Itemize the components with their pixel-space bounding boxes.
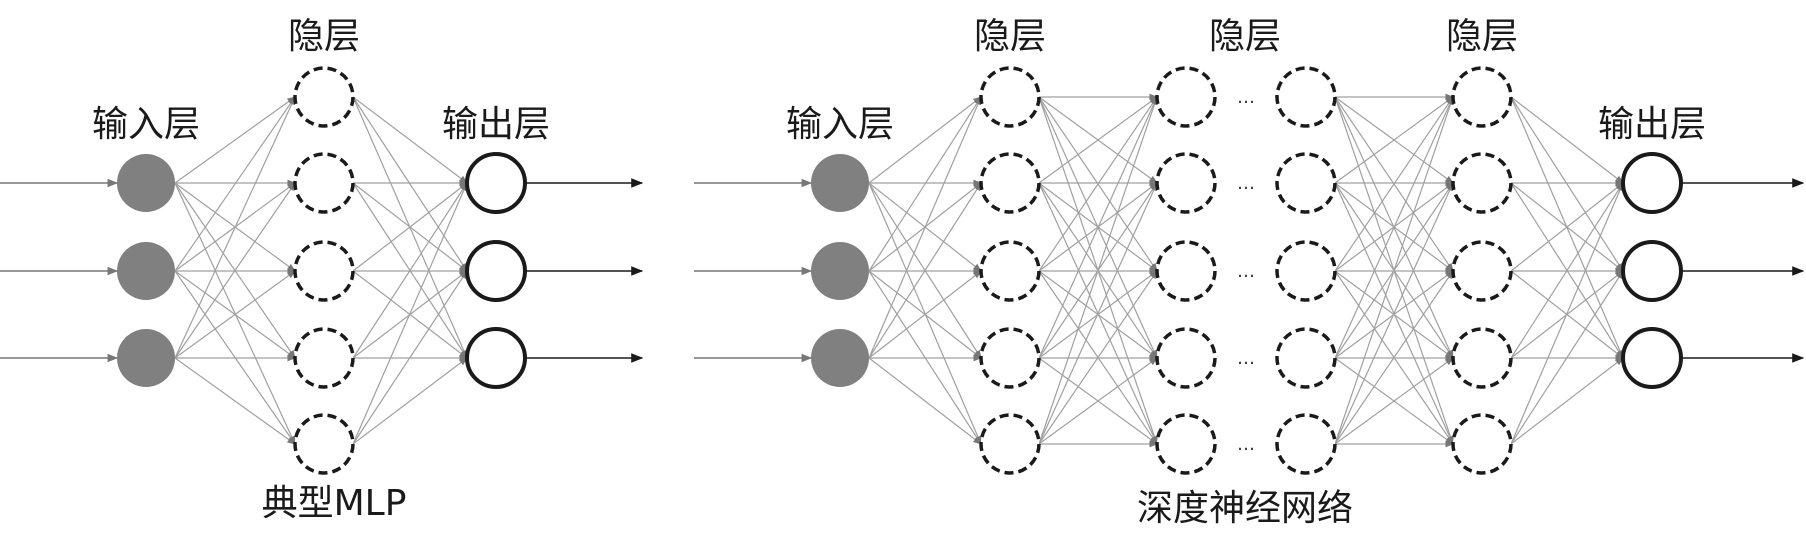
- right-layer-0-edge: [868, 182, 982, 359]
- right-layer-3-edge: [1334, 96, 1454, 184]
- left-hidden-node: [293, 240, 355, 302]
- right-layer-4-edge: [1510, 182, 1624, 359]
- right-hidden-node: [1155, 152, 1217, 214]
- right-layer-4-edge: [1510, 182, 1624, 445]
- right-layer-1-edge: [1038, 96, 1158, 272]
- left-layer-0-edge: [174, 182, 296, 445]
- left-input-node: [117, 154, 175, 212]
- right-layer-0-edge: [868, 357, 982, 445]
- left-layer-0-edge: [174, 182, 296, 359]
- right-layer-1-edge: [1038, 357, 1158, 445]
- right-layer-0-edge: [868, 96, 982, 272]
- connection-edges: [0, 93, 1805, 448]
- layer-ellipsis: …: [1237, 87, 1255, 108]
- left-input-layer-label: 输入层: [92, 104, 200, 145]
- right-input-node: [811, 154, 869, 212]
- layer-ellipsis: …: [1237, 173, 1255, 194]
- right-hidden-node: [1451, 327, 1513, 389]
- right-layer-0-edge: [868, 182, 982, 445]
- right-hidden-layer-label-2: 隐层: [1209, 16, 1281, 57]
- right-layer-1-edge: [1038, 270, 1158, 445]
- right-hidden-node: [1275, 66, 1337, 128]
- right-hidden-node: [1451, 413, 1513, 475]
- right-layer-3-edge: [1334, 357, 1454, 445]
- left-hidden-node: [293, 327, 355, 389]
- right-hidden-node: [979, 413, 1041, 475]
- right-hidden-node: [1451, 240, 1513, 302]
- left-layer-1-edge: [352, 357, 468, 445]
- right-layer-0-edge: [868, 96, 982, 184]
- left-hidden-node: [293, 152, 355, 214]
- right-hidden-node: [1275, 413, 1337, 475]
- right-hidden-node: [1155, 66, 1217, 128]
- right-hidden-node: [1275, 152, 1337, 214]
- right-layer-0-edge: [868, 270, 982, 359]
- left-caption: 典型MLP: [262, 483, 407, 524]
- layer-ellipsis: …: [1237, 348, 1255, 369]
- right-hidden-node: [979, 66, 1041, 128]
- right-hidden-layer-label-3: 隐层: [1446, 16, 1518, 57]
- left-layer-0-edge: [174, 357, 296, 445]
- left-layer-1-edge: [352, 182, 468, 445]
- right-hidden-node: [1155, 413, 1217, 475]
- right-hidden-node: [1155, 240, 1217, 302]
- left-layer-1-edge: [352, 182, 468, 359]
- right-output-layer-label: 输出层: [1598, 104, 1706, 145]
- left-layer-1-edge: [352, 96, 468, 184]
- right-layer-1-edge: [1038, 96, 1158, 184]
- right-input-node: [811, 329, 869, 387]
- left-layer-0-edge: [174, 270, 296, 359]
- right-hidden-node: [1275, 327, 1337, 389]
- left-output-layer-label: 输出层: [442, 104, 550, 145]
- right-layer-4-edge: [1510, 357, 1624, 445]
- left-layer-0-edge: [174, 96, 296, 272]
- left-hidden-node: [293, 66, 355, 128]
- right-output-node: [1621, 152, 1683, 214]
- right-layer-3-edge: [1334, 96, 1454, 272]
- left-hidden-layer-label: 隐层: [288, 16, 360, 57]
- right-hidden-node: [979, 152, 1041, 214]
- left-output-node: [465, 152, 527, 214]
- right-layer-3-edge: [1334, 96, 1454, 359]
- left-layer-1-edge: [352, 182, 468, 272]
- right-layer-3-edge: [1334, 270, 1454, 445]
- right-caption: 深度神经网络: [1137, 488, 1353, 529]
- layer-ellipsis-group: … … … … …: [1237, 87, 1255, 455]
- left-input-node: [117, 329, 175, 387]
- right-input-layer-label: 输入层: [786, 104, 894, 145]
- right-layer-1-edge: [1038, 96, 1158, 359]
- right-layer-4-edge: [1510, 270, 1624, 445]
- right-hidden-node: [1451, 66, 1513, 128]
- network-nodes: [117, 66, 1683, 475]
- layer-ellipsis: …: [1237, 261, 1255, 282]
- left-layer-1-edge: [352, 270, 468, 445]
- layer-ellipsis: …: [1237, 434, 1255, 455]
- right-hidden-node: [1155, 327, 1217, 389]
- right-hidden-node: [979, 240, 1041, 302]
- right-layer-1-edge: [1038, 96, 1158, 445]
- right-input-node: [811, 242, 869, 300]
- right-hidden-node: [979, 327, 1041, 389]
- right-hidden-node: [1275, 240, 1337, 302]
- left-layer-0-edge: [174, 96, 296, 184]
- right-layer-4-edge: [1510, 182, 1624, 272]
- left-hidden-node: [293, 413, 355, 475]
- right-hidden-layer-label-1: 隐层: [974, 16, 1046, 57]
- left-layer-1-edge: [352, 96, 468, 272]
- right-layer-3-edge: [1334, 96, 1454, 445]
- right-layer-4-edge: [1510, 96, 1624, 272]
- right-layer-4-edge: [1510, 96, 1624, 184]
- right-output-node: [1621, 327, 1683, 389]
- left-output-node: [465, 327, 527, 389]
- right-layer-0-edge: [868, 96, 982, 359]
- left-output-node: [465, 240, 527, 302]
- left-input-node: [117, 242, 175, 300]
- left-layer-0-edge: [174, 96, 296, 359]
- right-layer-1-edge: [1038, 182, 1158, 445]
- right-output-node: [1621, 240, 1683, 302]
- right-layer-3-edge: [1334, 182, 1454, 445]
- right-hidden-node: [1451, 152, 1513, 214]
